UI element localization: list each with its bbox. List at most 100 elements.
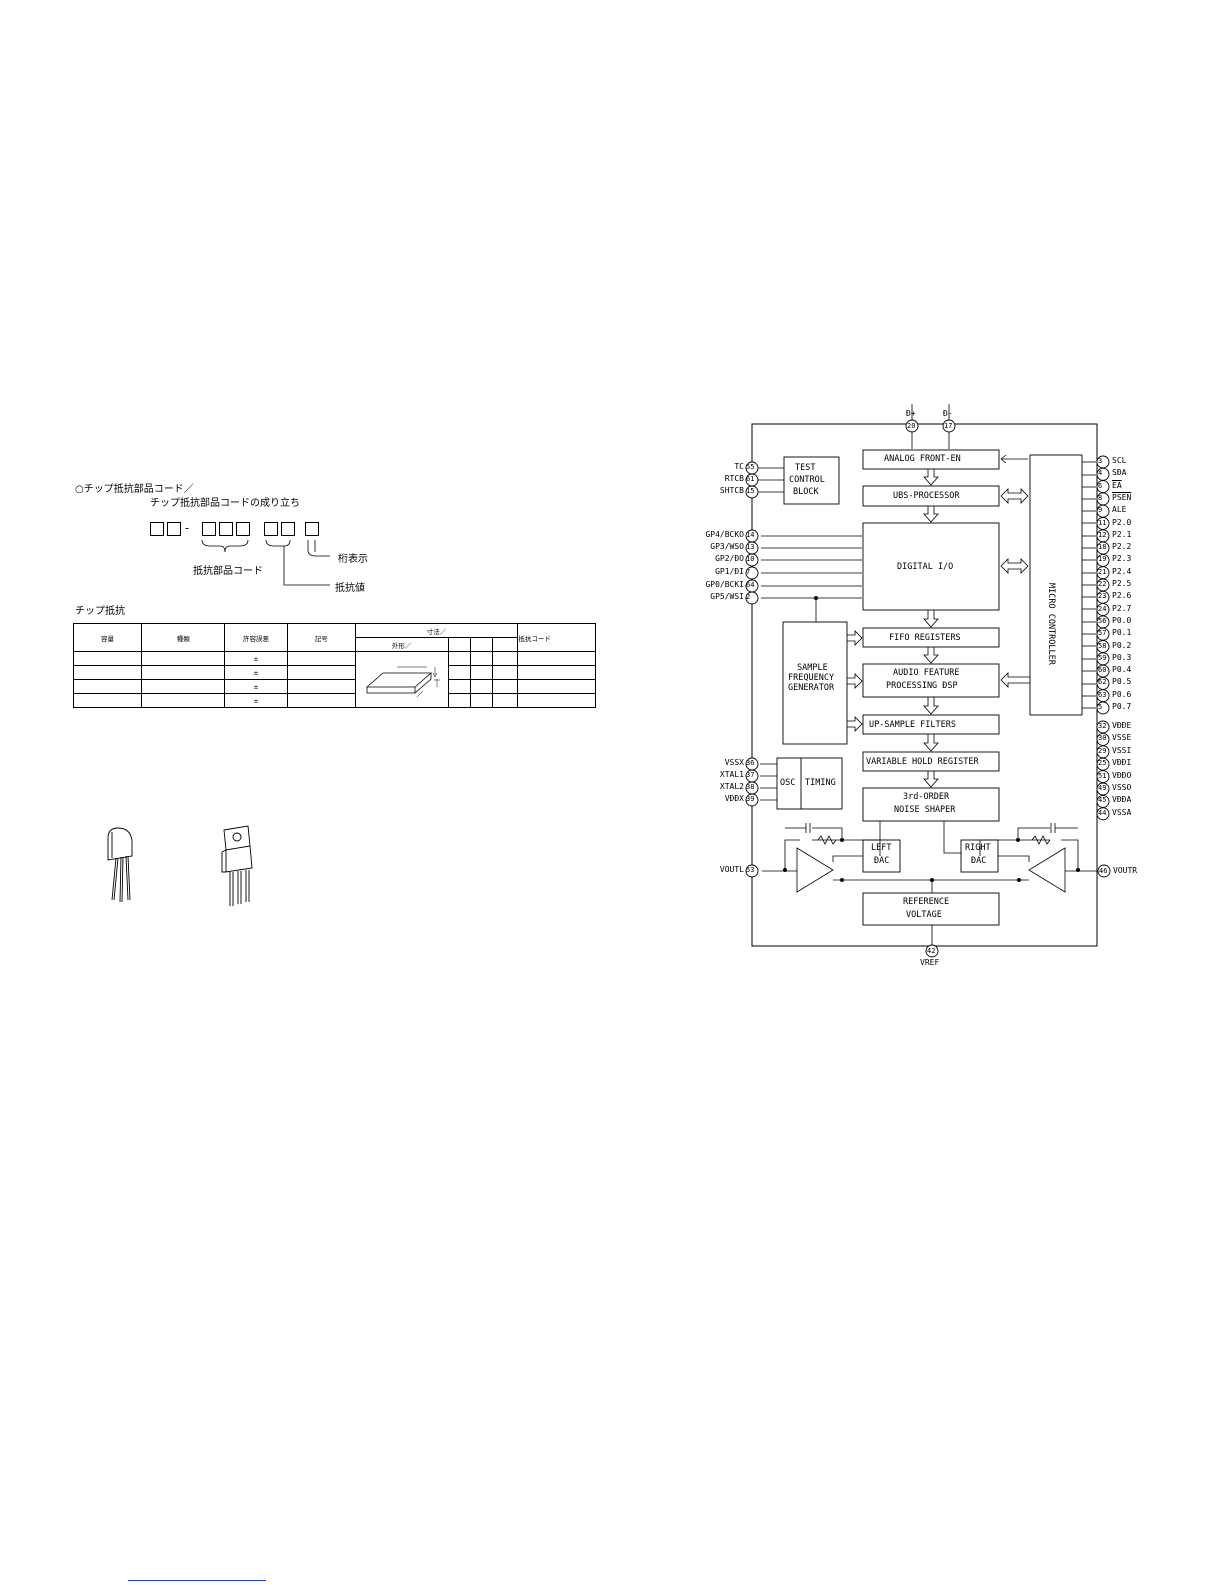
col-header: 種類 bbox=[141, 623, 226, 652]
pin-number: 60 bbox=[1098, 666, 1107, 675]
reference-label-2: VOLTAGE bbox=[906, 910, 942, 920]
dsp-label-1: AUDIO FEATURE bbox=[893, 668, 960, 678]
pin-number: 63 bbox=[1098, 690, 1107, 699]
pin-name: P0.4 bbox=[1112, 665, 1132, 675]
pin-number: 4 bbox=[1098, 469, 1103, 478]
pin-number: 32 bbox=[1098, 722, 1107, 730]
right-opamp-icon bbox=[1028, 847, 1066, 893]
pin-number: 2 bbox=[746, 593, 751, 601]
pin-number: 58 bbox=[1098, 641, 1107, 650]
chip-resistor-heading: ○チップ抵抗部品コード／ bbox=[75, 484, 194, 495]
noise-shaper-label-1: 3rd-ORDER bbox=[903, 792, 950, 802]
pin-name: P2.7 bbox=[1112, 603, 1132, 613]
osc-label: OSC bbox=[780, 778, 796, 788]
pin-circle bbox=[1096, 701, 1110, 715]
variable-hold-label: VARIABLE HOLD REGISTER bbox=[866, 757, 979, 767]
pin-number: 56 bbox=[1098, 616, 1107, 625]
pin-name: P0.5 bbox=[1112, 677, 1132, 687]
value-label: 抵抗値 bbox=[335, 583, 365, 594]
pin-name: VSSO bbox=[1112, 783, 1132, 792]
pin-name: VÐÐI bbox=[1112, 758, 1132, 768]
chip-resistor-table: 容量 種類 許容誤差 記号 寸法／ 抵抗コード 外形／ ± bbox=[72, 623, 596, 708]
pin-number: 7 bbox=[746, 568, 751, 576]
pin-number: 23 bbox=[1098, 592, 1107, 601]
ubs-processor-block bbox=[862, 485, 1000, 507]
timing-label: TIMING bbox=[805, 778, 836, 788]
pin-name: VSSE bbox=[1112, 733, 1132, 743]
pin-number: 37 bbox=[746, 771, 755, 779]
micro-controller-label: MICRO CONTROLLER bbox=[1046, 583, 1056, 665]
pin-number: 10 bbox=[746, 555, 755, 563]
reference-voltage-block bbox=[862, 892, 1000, 926]
pin-name: SHTCB bbox=[719, 486, 744, 495]
left-opamp-icon bbox=[796, 847, 834, 893]
pin-name: GP1/ÐI bbox=[715, 567, 744, 576]
pin-number: 11 bbox=[1098, 518, 1107, 527]
col-header: 許容誤差 bbox=[224, 623, 288, 652]
pin-name: P0.1 bbox=[1112, 628, 1132, 638]
pin-name: VÐÐE bbox=[1112, 721, 1132, 730]
pin-name: SÐA bbox=[1112, 468, 1127, 478]
pin-name: VSSA bbox=[1112, 807, 1132, 817]
code-dash: - bbox=[185, 521, 190, 535]
pin-number: 39 bbox=[746, 795, 755, 803]
pin-number: 29 bbox=[1098, 746, 1107, 755]
pin-number: 24 bbox=[1098, 604, 1107, 613]
pin-name: Ð+ bbox=[906, 409, 916, 418]
pin-name: PSEN bbox=[1112, 492, 1132, 502]
pin-number: 44 bbox=[1098, 808, 1107, 817]
pin-number: 17 bbox=[944, 422, 953, 430]
pin-name: VOUTR bbox=[1113, 866, 1138, 875]
pin-name: GP4/BCKO bbox=[705, 530, 744, 539]
pin-name: GP5/WSI bbox=[710, 592, 744, 601]
right-dac-label-2: ÐAC bbox=[971, 856, 987, 866]
digit-label: 桁表示 bbox=[338, 554, 368, 565]
pin-number: 19 bbox=[1098, 555, 1107, 564]
right-dac-label-1: RIGHT bbox=[965, 843, 991, 853]
to92-transistor-icon bbox=[107, 827, 133, 903]
micro-pin-lines bbox=[1082, 461, 1096, 709]
sfg-label-2: FREQUENCY bbox=[788, 673, 835, 683]
left-dac-label-2: ÐAC bbox=[874, 856, 890, 866]
code-box bbox=[150, 522, 164, 536]
code-box bbox=[236, 522, 250, 536]
pin-name: VREF bbox=[920, 958, 940, 967]
pin-name: P0.0 bbox=[1112, 615, 1132, 625]
pin-number: 42 bbox=[927, 947, 936, 955]
pin-name: VÐÐA bbox=[1112, 795, 1132, 805]
pin-number: 21 bbox=[1098, 567, 1107, 576]
sfg-label-1: SAMPLE bbox=[797, 663, 828, 673]
pin-name: P2.2 bbox=[1112, 542, 1132, 552]
table-title: チップ抵抗 bbox=[75, 606, 125, 617]
to220-transistor-icon bbox=[221, 825, 253, 906]
variable-hold-register-block bbox=[862, 751, 1000, 772]
pin-name: P2.5 bbox=[1112, 579, 1132, 588]
code-box bbox=[264, 522, 278, 536]
micro-controller-block bbox=[1029, 454, 1083, 716]
left-dac-label-1: LEFT bbox=[871, 843, 892, 853]
pin-number: 5 bbox=[1098, 703, 1103, 711]
pin-number: 61 bbox=[746, 475, 755, 483]
flow-arrows bbox=[847, 454, 1030, 788]
osc-timing-block bbox=[776, 757, 843, 810]
pin-number: 6 bbox=[1098, 481, 1103, 490]
pin-name: RTCB bbox=[724, 474, 744, 483]
fifo-registers-block bbox=[862, 627, 1000, 648]
pin-number: 12 bbox=[1098, 530, 1107, 539]
analog-front-end-label: ANALOG FRONT-EN bbox=[884, 454, 961, 464]
code-box bbox=[305, 522, 319, 536]
pin-number: 49 bbox=[1098, 784, 1107, 792]
part-code-label: 抵抗部品コード bbox=[193, 566, 263, 577]
pin-number: 64 bbox=[746, 581, 755, 589]
pin-number: 18 bbox=[1098, 543, 1107, 552]
pin-name: Ð- bbox=[943, 409, 953, 418]
pin-number: 8 bbox=[1098, 493, 1103, 502]
pin-name: VSSX bbox=[724, 758, 744, 767]
digital-io-label: DIGITAL I/O bbox=[897, 562, 954, 572]
pin-name: VÐÐO bbox=[1112, 770, 1132, 780]
pin-number: 9 bbox=[1098, 506, 1103, 515]
pin-name: P2.1 bbox=[1112, 529, 1132, 539]
chip-resistor-subheading: チップ抵抗部品コードの成り立ち bbox=[150, 498, 300, 509]
pin-name: XTAL2 bbox=[719, 782, 744, 791]
